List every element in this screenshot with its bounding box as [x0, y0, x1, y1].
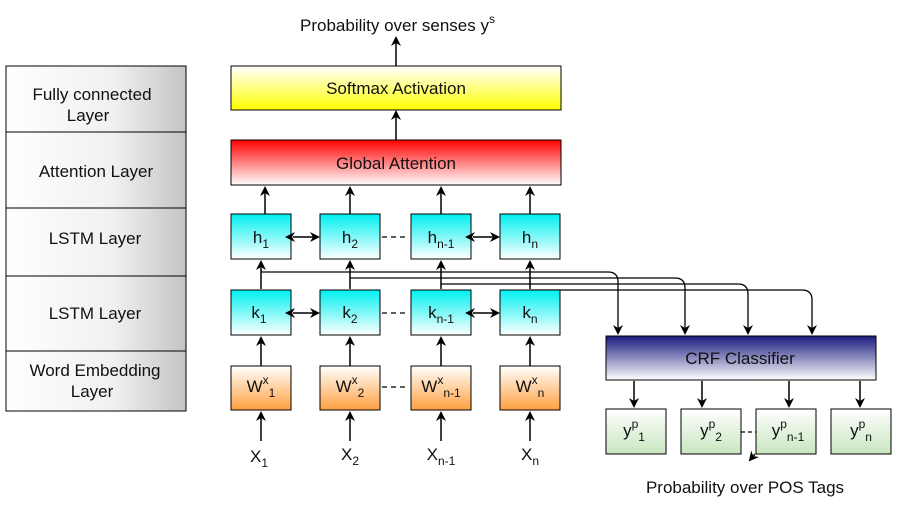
crf-classifier-box: [605, 335, 877, 381]
crf-classifier-label: CRF Classifier: [685, 349, 795, 368]
layer-embedding-label-2: Layer: [71, 382, 114, 401]
input-label: X1: [250, 447, 268, 470]
y-node-label: ypn: [850, 417, 872, 444]
route-to-crf-4: [530, 289, 817, 335]
global-attention-label: Global Attention: [336, 154, 456, 173]
layer-fc-label-2: Layer: [67, 106, 110, 125]
k-node: [319, 289, 381, 336]
input-label: Xn-1: [427, 445, 456, 468]
k-row: k1 k2 kn-1 kn: [230, 289, 561, 336]
pos-caption: Probability over POS Tags: [646, 478, 844, 497]
w-node-label: Wx2: [336, 373, 365, 400]
crf-routing: [261, 271, 817, 335]
pos-output-row: yp1 yp2 ypn-1 ypn: [605, 408, 892, 462]
layer-box-fc: [5, 65, 187, 133]
y-node-label: ypn-1: [772, 417, 805, 444]
y-node: [830, 408, 892, 455]
w-node-label: Wxn: [516, 373, 545, 400]
k-node-label: kn-1: [428, 303, 454, 326]
layer-box-embedding: [5, 350, 187, 412]
y-node: [755, 408, 817, 455]
input-label: Xn: [521, 445, 539, 468]
y-node-label: yp2: [700, 417, 722, 444]
layer-box-attention: [5, 131, 187, 209]
k-node-label: kn: [522, 303, 537, 326]
y-node: [605, 408, 667, 455]
route-to-crf-1: [261, 271, 623, 335]
senses-caption: Probability over senses ys: [300, 12, 495, 35]
h-node: [319, 213, 381, 260]
h-node: [230, 213, 292, 260]
route-to-crf-3: [441, 283, 753, 335]
layer-embedding-label-1: Word Embedding: [29, 361, 160, 380]
w-node-label: Wx1: [247, 373, 276, 400]
k-node: [499, 289, 561, 336]
w-node: [319, 365, 381, 411]
k-node: [410, 289, 472, 336]
softmax-label: Softmax Activation: [326, 79, 466, 98]
k-node: [230, 289, 292, 336]
k-node-label: k1: [251, 303, 267, 326]
layer-legend: Fully connected Layer Attention Layer LS…: [5, 65, 187, 412]
k-node-label: k2: [342, 303, 358, 326]
softmax-box: [230, 65, 562, 111]
embedding-row: Wx1 Wx2 Wxn-1 Wxn: [230, 365, 561, 411]
layer-attention-label: Attention Layer: [39, 162, 154, 181]
layer-box-lstm-bottom: [5, 275, 187, 352]
layer-fc-label-1: Fully connected: [32, 85, 151, 104]
layer-box-lstm-top: [5, 207, 187, 277]
h-node-label: hn: [522, 228, 538, 251]
h-node-label: hn-1: [428, 228, 455, 251]
w-node: [230, 365, 292, 411]
y-feedback-arrow: [748, 450, 759, 462]
y-node-label: yp1: [623, 417, 645, 444]
route-to-crf-2: [350, 277, 690, 335]
global-attention-box: [230, 139, 562, 186]
h-node: [499, 213, 561, 260]
w-node-label: Wxn-1: [421, 373, 461, 400]
w-node: [410, 365, 472, 411]
h-node-label: h1: [253, 228, 269, 251]
layer-lstm-bottom-label: LSTM Layer: [49, 304, 142, 323]
y-node: [680, 408, 742, 455]
layer-lstm-top-label: LSTM Layer: [49, 229, 142, 248]
input-label: X2: [341, 445, 359, 468]
h-node: [410, 213, 472, 260]
h-row: h1 h2 hn-1 hn: [230, 213, 561, 260]
w-node: [499, 365, 561, 411]
h-node-label: h2: [342, 228, 358, 251]
